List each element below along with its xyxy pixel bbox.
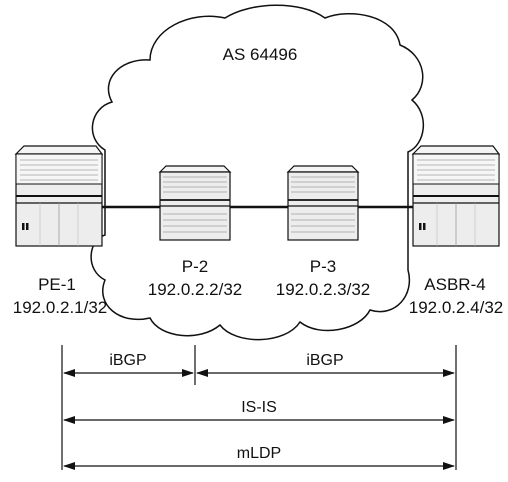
router-p2 [158,165,232,241]
session-label-ibgp-2: iBGP [306,352,343,369]
node-name-asbr4: ASBR-4 [424,275,485,294]
router-p3 [286,165,360,241]
session-label-mldp: mLDP [237,445,281,462]
node-name-p2: P-2 [182,257,208,276]
session-label-isis: IS-IS [241,399,277,416]
node-address-p2: 192.0.2.2/32 [148,280,243,299]
node-address-p3: 192.0.2.3/32 [276,280,371,299]
node-address-pe1: 192.0.2.1/32 [13,298,108,317]
node-name-pe1: PE-1 [38,275,76,294]
node-name-p3: P-3 [310,257,336,276]
router-asbr4 [411,145,501,247]
cloud-label: AS 64496 [223,45,298,64]
session-label-ibgp-1: iBGP [109,352,146,369]
router-pe1 [14,145,104,247]
node-address-asbr4: 192.0.2.4/32 [409,298,504,317]
